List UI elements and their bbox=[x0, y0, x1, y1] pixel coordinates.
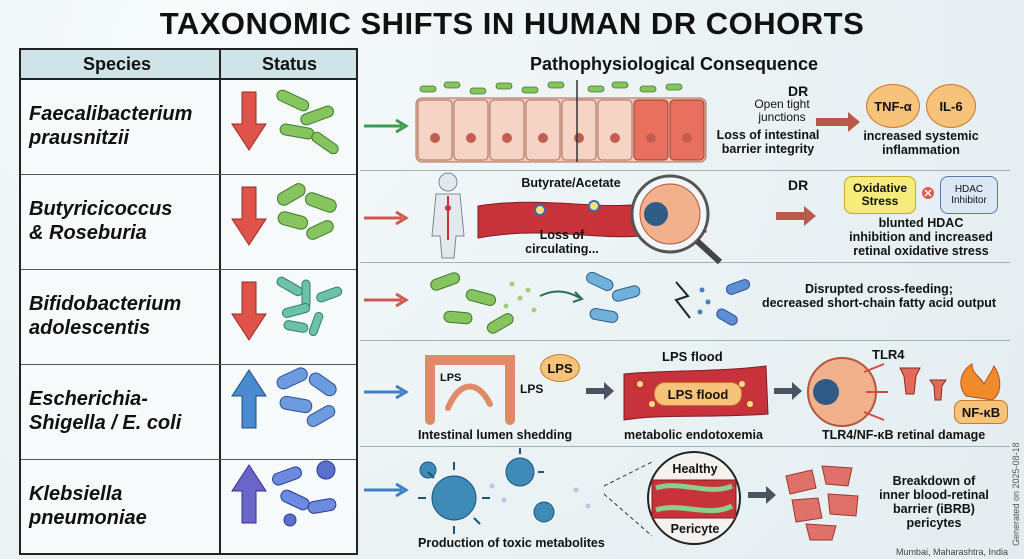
arrow-icon bbox=[776, 206, 816, 226]
healthy-vessel-icon bbox=[647, 451, 741, 545]
header-status: Status bbox=[262, 54, 318, 74]
metabolites-label: Butyrate/Acetate bbox=[521, 176, 621, 190]
cross-feeding-label: Disrupted cross-feeding; decreased short… bbox=[761, 282, 997, 310]
page-title: TAXONOMIC SHIFTS IN HUMAN DR COHORTS bbox=[159, 6, 865, 41]
inhibit-icon bbox=[922, 187, 934, 199]
rod-bacteria-icon bbox=[419, 81, 683, 95]
rod-bacteria-icon bbox=[276, 367, 337, 427]
header-species: Species bbox=[83, 54, 152, 74]
table-row: Escherichia- Shigella / E. coli bbox=[21, 365, 356, 460]
healthy-label: Healthy bbox=[672, 462, 718, 476]
rod-bacteria-icon bbox=[716, 279, 751, 326]
endotoxemia-caption: metabolic endotoxemia bbox=[624, 428, 763, 442]
rod-bacteria-icon bbox=[276, 183, 337, 240]
rod-bacteria-icon bbox=[586, 271, 641, 323]
increase-arrow-icon bbox=[231, 369, 267, 429]
magnified-eye-icon bbox=[630, 174, 723, 265]
bifido-bacteria-icon bbox=[276, 276, 343, 337]
species-name: Faecalibacterium prausnitzii bbox=[29, 103, 193, 149]
lps-label: LPS bbox=[520, 382, 544, 396]
broken-link-icon bbox=[674, 281, 691, 319]
table-row: Klebsiella pneumoniae bbox=[21, 460, 356, 554]
metabolite-dots-icon bbox=[489, 483, 591, 509]
magnify-lines-icon bbox=[603, 461, 653, 537]
lps-flood-badge: LPS flood bbox=[654, 382, 742, 406]
decrease-arrow-icon bbox=[231, 186, 267, 246]
table-divider bbox=[219, 50, 221, 553]
generated-stamp: Generated on 2025-08-18 bbox=[1011, 442, 1021, 546]
arrow-icon bbox=[586, 382, 802, 400]
table-row: Bifidobacterium adolescentis bbox=[21, 270, 356, 365]
pericyte-label: Pericyte bbox=[670, 522, 720, 536]
tight-junctions-label: Open tight junctions bbox=[754, 97, 810, 124]
dr-label: DR bbox=[788, 83, 809, 99]
ibrb-breakdown-label: Breakdown of inner blood-retinal barrier… bbox=[879, 474, 989, 530]
dr-label: DR bbox=[788, 177, 809, 193]
increase-arrow-icon bbox=[231, 464, 267, 524]
lps-small-label: LPS bbox=[440, 372, 462, 384]
table-row: Faecalibacterium prausnitzii bbox=[21, 80, 356, 175]
species-name: Escherichia- Shigella / E. coli bbox=[29, 388, 182, 434]
fire-icon bbox=[960, 363, 1001, 401]
toxic-metabolites-caption: Production of toxic metabolites bbox=[418, 536, 605, 550]
rod-bacteria-icon bbox=[276, 89, 339, 155]
panel-divider bbox=[360, 340, 1010, 341]
nfkb-badge: NF-κB bbox=[954, 400, 1008, 424]
metabolite-dots-icon bbox=[503, 281, 537, 313]
klebsiella-bacteria-icon bbox=[272, 460, 337, 527]
il6-badge: IL-6 bbox=[926, 84, 976, 128]
arrow-icon bbox=[539, 290, 584, 303]
species-name: Klebsiella pneumoniae bbox=[29, 483, 147, 529]
location-footer: Mumbai, Maharashtra, India bbox=[895, 547, 1008, 557]
receptor-icon bbox=[899, 367, 947, 401]
hdac-outcome-label: blunted HDAC inhibition and increased re… bbox=[849, 216, 993, 258]
metabolite-dots-icon bbox=[697, 287, 711, 315]
virus-particle-icon bbox=[418, 448, 555, 534]
intestinal-epithelium-icon bbox=[415, 80, 707, 163]
tnf-alpha-badge: TNF-α bbox=[866, 84, 920, 128]
species-name: Butyricicoccus & Roseburia bbox=[29, 198, 173, 244]
intestine-icon bbox=[425, 355, 515, 425]
table-row: Butyricicoccus & Roseburia bbox=[21, 175, 356, 270]
rod-bacteria-icon bbox=[430, 272, 514, 334]
panel-divider bbox=[360, 170, 1010, 171]
connector-arrow-icon bbox=[364, 118, 409, 498]
human-body-icon bbox=[431, 172, 465, 259]
table-header: Species Status bbox=[21, 50, 356, 80]
decrease-arrow-icon bbox=[231, 91, 267, 151]
lps-flood-title: LPS flood bbox=[662, 349, 723, 364]
barrier-label: Loss of intestinal barrier integrity bbox=[716, 128, 820, 156]
lumen-caption: Intestinal lumen shedding bbox=[418, 428, 573, 442]
arrow-icon bbox=[748, 486, 776, 504]
lps-badge: LPS bbox=[540, 354, 580, 382]
eye-icon bbox=[807, 357, 888, 427]
panel-divider bbox=[360, 262, 1010, 263]
panel-divider bbox=[360, 446, 1010, 447]
header-consequence: Pathophysiological Consequence bbox=[530, 54, 819, 74]
generated-date: Generated on 2025-08-18 bbox=[1011, 442, 1021, 546]
tlr4-label: TLR4 bbox=[872, 347, 905, 362]
broken-barrier-icon bbox=[785, 465, 859, 541]
retinal-damage-caption: TLR4/NF-κB retinal damage bbox=[822, 428, 986, 442]
decrease-arrow-icon bbox=[231, 281, 267, 341]
species-name: Bifidobacterium adolescentis bbox=[29, 293, 182, 339]
inflammation-label: increased systemic inflammation bbox=[863, 129, 979, 157]
arrow-icon bbox=[816, 112, 860, 132]
loss-label: Loss of circulating... bbox=[525, 228, 599, 256]
